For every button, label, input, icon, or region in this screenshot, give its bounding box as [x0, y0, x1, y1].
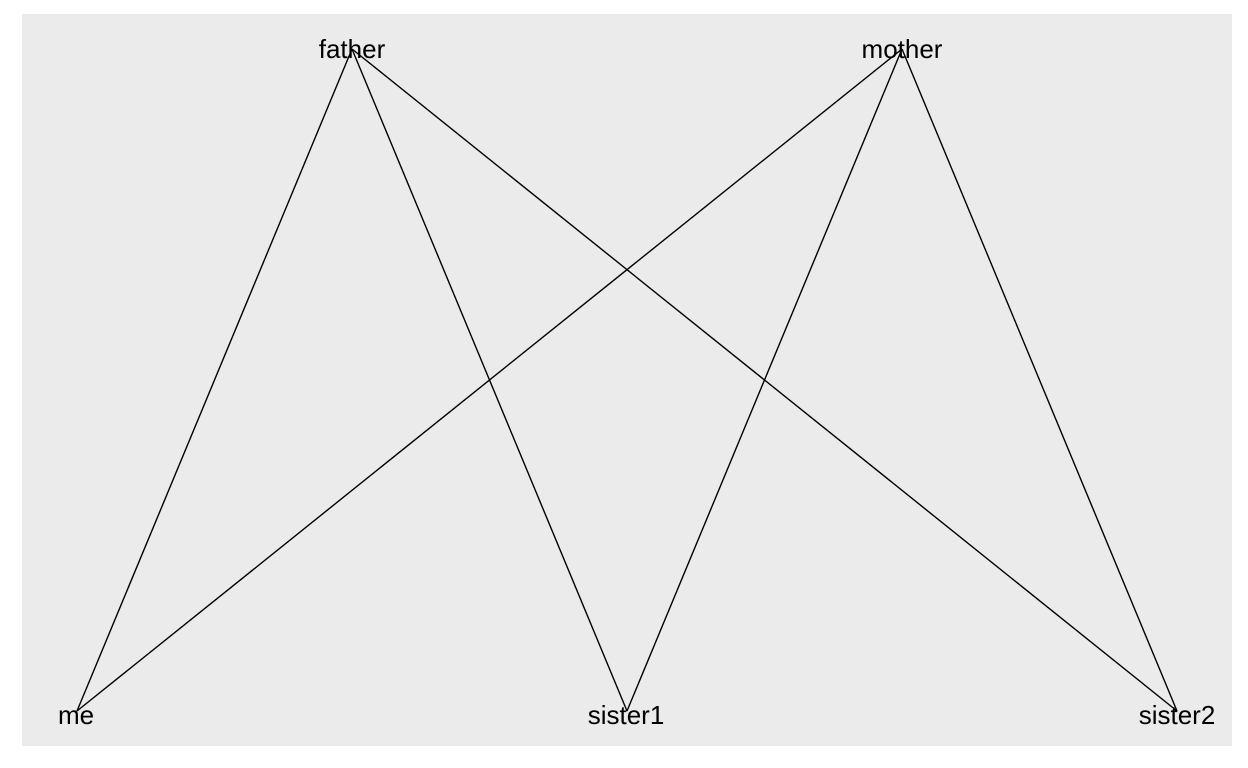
edge-layer: [76, 48, 1178, 712]
node-label-father: father: [319, 34, 386, 64]
node-label-me: me: [58, 700, 94, 730]
node-label-layer: father mother me sister1 sister2: [58, 34, 1215, 730]
node-label-mother: mother: [862, 34, 943, 64]
edge-mother-sister2: [901, 48, 1178, 712]
node-label-sister1: sister1: [588, 700, 665, 730]
node-label-sister2: sister2: [1139, 700, 1216, 730]
plot-panel-background: [22, 14, 1232, 746]
edge-mother-sister1: [626, 48, 903, 712]
edge-father-me: [76, 48, 353, 712]
edge-mother-me: [76, 48, 903, 712]
